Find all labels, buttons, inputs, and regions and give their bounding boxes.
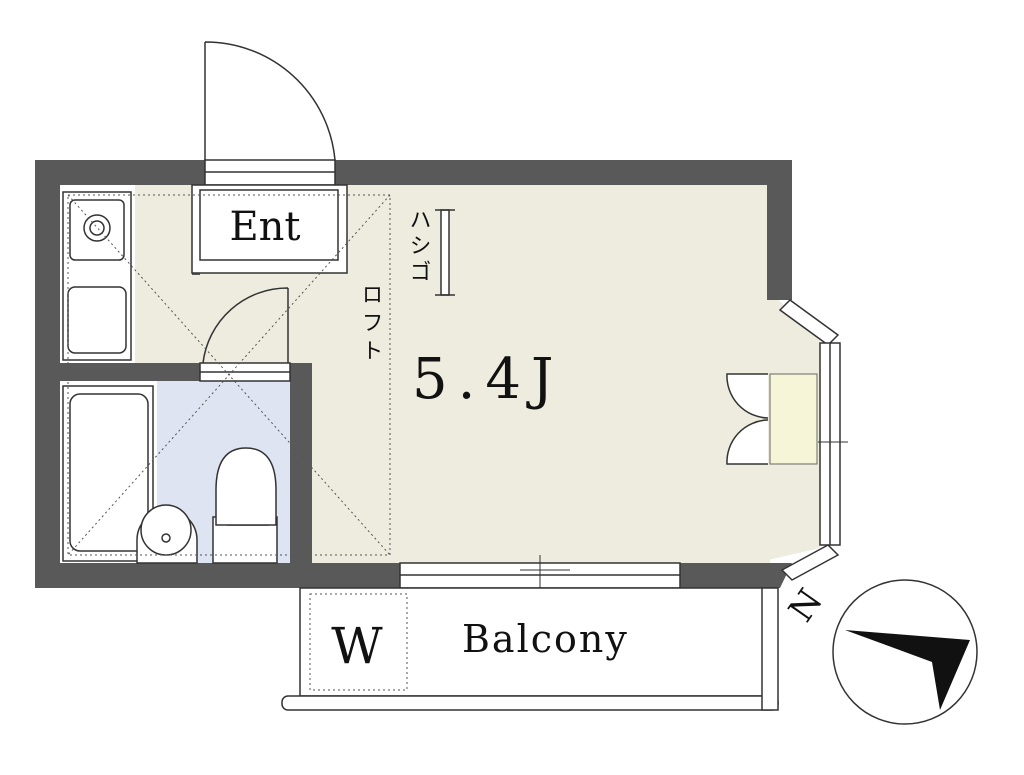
walls	[35, 160, 792, 588]
loft-label: ロフト	[358, 283, 383, 367]
entrance-label: Ent	[229, 204, 300, 250]
toilet-icon	[212, 447, 278, 564]
washer-space	[309, 593, 408, 691]
ladder-label: ハシゴ	[406, 208, 431, 286]
kitchen	[62, 191, 132, 361]
washer-label: W	[331, 617, 383, 675]
closet	[769, 373, 818, 465]
washbasin-icon	[136, 504, 198, 564]
bathtub	[62, 385, 154, 562]
north-label: N	[781, 582, 831, 629]
balcony-label: Balcony	[462, 617, 629, 661]
entrance-door	[204, 41, 336, 186]
loft-outline	[67, 194, 391, 556]
balcony	[281, 587, 779, 711]
genkan	[191, 184, 348, 274]
room-size-label: 5.4J	[412, 347, 564, 412]
closet-doors	[726, 373, 769, 465]
sink-icon	[67, 286, 127, 354]
ladder-icon	[435, 209, 455, 296]
compass-icon	[832, 579, 978, 725]
